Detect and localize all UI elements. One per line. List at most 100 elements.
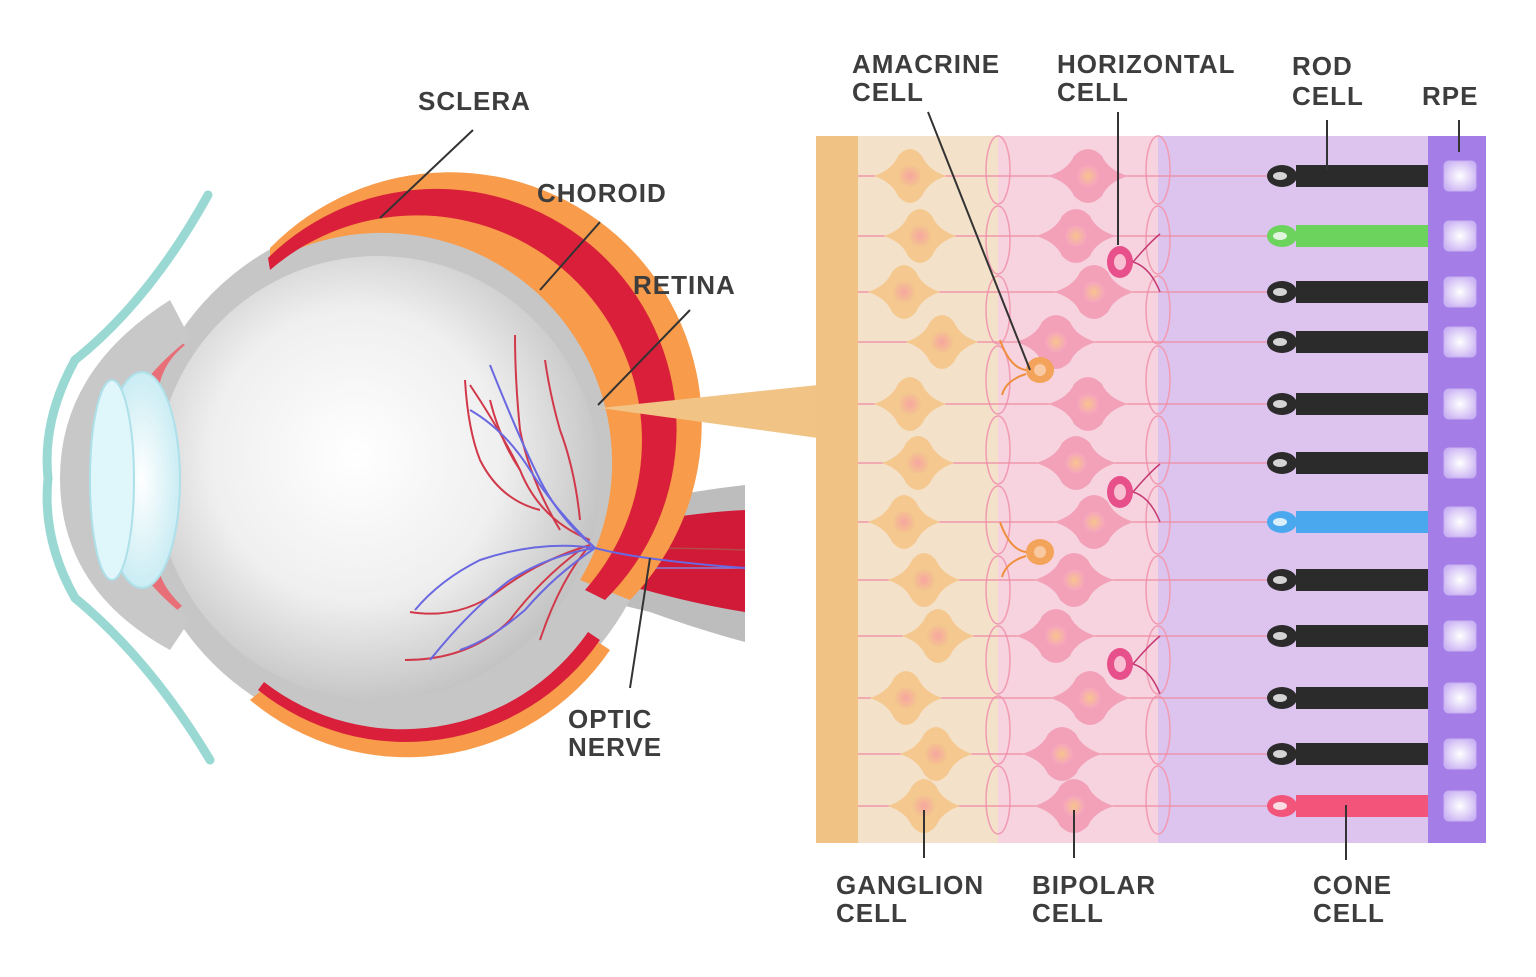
label-optic-nerve-2: NERVE (568, 732, 662, 762)
label-rod-2: CELL (1292, 81, 1364, 111)
nerve-fiber-layer (816, 136, 858, 843)
leader-sclera (379, 129, 474, 219)
label-ganglion-1: GANGLION (836, 870, 984, 900)
rpe-cell (1443, 276, 1477, 308)
labels: SCLERA CHOROID RETINA OPTIC NERVE AMACRI… (379, 49, 1478, 928)
leader-retina (597, 309, 691, 406)
leader-optic-nerve (629, 557, 651, 689)
bipolar-nucleus (1045, 625, 1067, 647)
ganglion-nucleus (893, 281, 915, 303)
amacrine-dendrite (999, 339, 1027, 396)
synapse-oval (985, 415, 1011, 485)
cone-nucleus (1273, 802, 1287, 810)
synapse-oval (985, 345, 1011, 415)
rod-outer-segment (1296, 625, 1428, 647)
synapse-oval (985, 485, 1011, 555)
cell-rows (858, 135, 1477, 835)
rpe-cell (1443, 564, 1477, 596)
rpe-cell (1443, 506, 1477, 538)
synapse-oval (985, 555, 1011, 625)
ganglion-nucleus (893, 511, 915, 533)
ganglion-nucleus (925, 743, 947, 765)
synapse-oval (1145, 765, 1171, 835)
synapse-oval (1145, 275, 1171, 345)
horizontal-dendrite (1132, 635, 1161, 695)
rod-outer-segment (1296, 165, 1428, 187)
rpe-cell (1443, 682, 1477, 714)
rod-nucleus (1273, 459, 1287, 467)
leader-choroid (539, 221, 601, 291)
bipolar-nucleus (1077, 393, 1099, 415)
ganglion-nucleus (909, 225, 931, 247)
cone-outer-segment (1296, 225, 1428, 247)
label-sclera: SCLERA (418, 86, 531, 116)
bipolar-nucleus (1063, 569, 1085, 591)
rpe-cell (1443, 220, 1477, 252)
rod-outer-segment (1296, 687, 1428, 709)
bipolar-nucleus (1051, 743, 1073, 765)
zoom-wedge (600, 385, 818, 438)
synapse-oval (1145, 205, 1171, 275)
label-cone-1: CONE (1313, 870, 1392, 900)
synapse-oval (985, 625, 1011, 695)
amacrine-dendrite (999, 521, 1027, 578)
rpe-cell (1443, 620, 1477, 652)
bipolar-nucleus (1083, 281, 1105, 303)
rod-nucleus (1273, 576, 1287, 584)
anterior-chamber (60, 300, 190, 650)
bipolar-nucleus (1079, 687, 1101, 709)
label-horizontal-1: HORIZONTAL (1057, 49, 1236, 79)
rod-outer-segment (1296, 393, 1428, 415)
ganglion-nucleus (931, 331, 953, 353)
synapse-oval (1145, 695, 1171, 765)
rod-nucleus (1273, 750, 1287, 758)
synapse-oval (1145, 345, 1171, 415)
synapse-oval (1145, 555, 1171, 625)
horizontal-dendrite (1132, 233, 1161, 293)
rpe-cell (1443, 738, 1477, 770)
rod-nucleus (1273, 338, 1287, 346)
synapse-oval (1145, 625, 1171, 695)
rpe-cell (1443, 326, 1477, 358)
rod-nucleus (1273, 694, 1287, 702)
label-amacrine-2: CELL (852, 77, 924, 107)
label-rpe: RPE (1422, 81, 1478, 111)
ganglion-nucleus (899, 165, 921, 187)
rod-outer-segment (1296, 452, 1428, 474)
rod-nucleus (1273, 172, 1287, 180)
rod-outer-segment (1296, 331, 1428, 353)
rod-nucleus (1273, 632, 1287, 640)
amacrine-nucleus (1034, 364, 1046, 376)
bipolar-nucleus (1065, 225, 1087, 247)
cone-outer-segment (1296, 511, 1428, 533)
label-rod-1: ROD (1292, 51, 1353, 81)
amacrine-nucleus (1034, 546, 1046, 558)
label-horizontal-2: CELL (1057, 77, 1129, 107)
rpe-layer (1428, 136, 1486, 843)
rod-nucleus (1273, 288, 1287, 296)
cone-outer-segment (1296, 795, 1428, 817)
rpe-cell (1443, 447, 1477, 479)
horizontal-nucleus (1114, 656, 1126, 672)
synapse-oval (985, 135, 1011, 205)
rod-outer-segment (1296, 743, 1428, 765)
synapse-oval (1145, 485, 1171, 555)
cornea (42, 190, 215, 765)
label-cone-2: CELL (1313, 898, 1385, 928)
horizontal-nucleus (1114, 484, 1126, 500)
bipolar-nucleus (1045, 331, 1067, 353)
ganglion-nucleus (907, 452, 929, 474)
cone-nucleus (1273, 518, 1287, 526)
rpe-cell (1443, 388, 1477, 420)
label-choroid: CHOROID (537, 178, 667, 208)
label-bipolar-2: CELL (1032, 898, 1104, 928)
bipolar-nucleus (1083, 511, 1105, 533)
synapse-oval (985, 695, 1011, 765)
bipolar-nucleus (1077, 165, 1099, 187)
synapse-oval (1145, 135, 1171, 205)
rod-nucleus (1273, 400, 1287, 408)
synapse-oval (985, 765, 1011, 835)
rod-outer-segment (1296, 569, 1428, 591)
synapse-oval (985, 205, 1011, 275)
